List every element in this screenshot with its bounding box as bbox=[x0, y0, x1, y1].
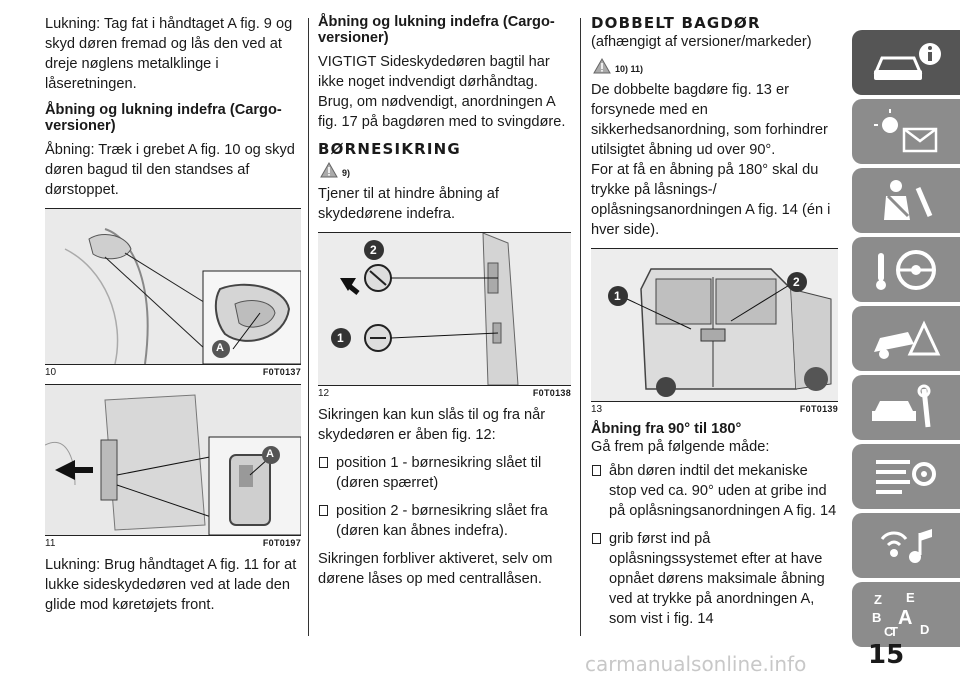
column-divider bbox=[308, 18, 309, 636]
index-letter: Z bbox=[874, 592, 882, 607]
child-lock-illustration bbox=[318, 232, 571, 386]
figure-caption: 13 F0T0139 bbox=[591, 404, 838, 415]
figure-code: F0T0137 bbox=[262, 367, 301, 377]
list-item-text: åbn døren indtil det mekaniske stop ved … bbox=[609, 463, 837, 519]
watermark: carmanualsonline.info bbox=[585, 652, 807, 676]
checkbox-bullet-icon bbox=[592, 533, 601, 544]
van-rear-doors-illustration bbox=[591, 249, 838, 401]
figure-13: 1 2 bbox=[591, 248, 838, 402]
note-number: 9) bbox=[342, 168, 351, 178]
list-item-text: position 1 - børnesikring slået til (dør… bbox=[336, 455, 542, 491]
warning-lights-icon bbox=[874, 108, 938, 152]
tab-index[interactable]: Z E B A C T D bbox=[852, 582, 960, 647]
paragraph: Tjener til at hindre åbning af skydedøre… bbox=[318, 186, 499, 222]
paragraph: Gå frem på følgende måde: bbox=[591, 439, 770, 455]
warning-reference: 10) 11) bbox=[593, 58, 838, 74]
list-item: position 1 - børnesikring slået til (dør… bbox=[318, 453, 571, 501]
callout-label: 1 bbox=[614, 289, 621, 303]
car-info-icon bbox=[873, 42, 941, 80]
callout-label: A bbox=[266, 448, 274, 460]
paragraph: De dobbelte bagdøre fig. 13 er forsynede… bbox=[591, 82, 828, 158]
paragraph: Lukning: Tag fat i håndtaget A fig. 9 og… bbox=[45, 16, 293, 92]
list-item: position 2 - børnesikring slået fra (dør… bbox=[318, 501, 571, 549]
figure-code: F0T0197 bbox=[262, 538, 301, 548]
driving-icon bbox=[876, 249, 936, 290]
multimedia-icon bbox=[880, 528, 932, 563]
tab-driving[interactable] bbox=[852, 237, 960, 302]
warning-reference: 9) bbox=[320, 162, 571, 178]
tab-technical-data[interactable] bbox=[852, 444, 960, 509]
tab-car-info[interactable] bbox=[852, 30, 960, 95]
tab-emergency[interactable] bbox=[852, 306, 960, 371]
checkbox-bullet-icon bbox=[319, 457, 328, 468]
list-item-text: position 2 - børnesikring slået fra (dør… bbox=[336, 503, 548, 539]
callout-label: 2 bbox=[370, 243, 377, 257]
paragraph: VIGTIGT Sideskydedøren bagtil har ikke n… bbox=[318, 54, 566, 130]
chapter-heading: BØRNESIKRING bbox=[318, 140, 461, 158]
index-icon: Z E B A C T D bbox=[872, 590, 929, 639]
tab-multimedia[interactable] bbox=[852, 513, 960, 578]
technical-data-icon bbox=[876, 459, 936, 494]
chapter-tabs: Z E B A C T D bbox=[852, 30, 960, 651]
column-2: Åbning og lukning indefra (Cargo-version… bbox=[318, 14, 571, 597]
list-item: grib først ind på oplåsningssystemet eft… bbox=[591, 529, 838, 637]
figure-number: 11 bbox=[45, 538, 56, 549]
checkbox-bullet-icon bbox=[592, 465, 601, 476]
figure-number: 12 bbox=[318, 388, 330, 399]
index-letter: B bbox=[872, 610, 881, 625]
figure-number: 13 bbox=[591, 404, 603, 415]
paragraph: Lukning: Brug håndtaget A fig. 11 for at… bbox=[45, 557, 297, 613]
figure-12: 2 1 bbox=[318, 232, 571, 386]
tab-maintenance[interactable] bbox=[852, 375, 960, 440]
index-letter: A bbox=[898, 607, 912, 629]
figure-code: F0T0138 bbox=[532, 388, 571, 398]
column-divider bbox=[580, 18, 581, 636]
figure-caption: 11 F0T0197 bbox=[45, 538, 301, 549]
list-item-text: grib først ind på oplåsningssystemet eft… bbox=[609, 531, 825, 627]
index-letter: T bbox=[890, 624, 898, 639]
figure-caption: 10 F0T0137 bbox=[45, 367, 301, 378]
paragraph: Sikringen forbliver aktiveret, selv om d… bbox=[318, 551, 553, 587]
figure-number: 10 bbox=[45, 367, 57, 378]
sliding-door-illustration bbox=[44, 385, 302, 536]
tab-warning-lights[interactable] bbox=[852, 99, 960, 164]
list-item: åbn døren indtil det mekaniske stop ved … bbox=[591, 461, 838, 529]
section-heading: Åbning fra 90° til 180° bbox=[591, 421, 742, 437]
emergency-icon bbox=[874, 319, 941, 359]
paragraph: For at få en åbning på 180° skal du tryk… bbox=[591, 162, 831, 238]
subtitle: (afhængigt af versioner/markeder) bbox=[591, 34, 812, 50]
section-heading: Åbning og lukning indefra (Cargo-version… bbox=[45, 102, 282, 134]
figure-code: F0T0139 bbox=[799, 404, 838, 414]
callout-label: 1 bbox=[337, 331, 344, 345]
seat-safety-icon bbox=[884, 179, 933, 220]
warning-triangle-icon bbox=[593, 58, 611, 74]
page-number: 15 bbox=[868, 640, 905, 670]
index-letter: D bbox=[920, 622, 929, 637]
paragraph: Sikringen kan kun slås til og fra når sk… bbox=[318, 407, 546, 443]
checkbox-bullet-icon bbox=[319, 505, 328, 516]
warning-triangle-icon bbox=[320, 162, 338, 178]
chapter-heading: DOBBELT BAGDØR bbox=[591, 14, 761, 32]
paragraph: Åbning: Træk i grebet A fig. 10 og skyd … bbox=[45, 142, 295, 198]
door-handle-illustration bbox=[45, 209, 302, 365]
note-number: 10) 11) bbox=[615, 64, 644, 74]
section-heading: Åbning og lukning indefra (Cargo-version… bbox=[318, 14, 555, 46]
index-letter: E bbox=[906, 590, 915, 605]
column-1: Lukning: Tag fat i håndtaget A fig. 9 og… bbox=[44, 14, 302, 623]
callout-label: A bbox=[216, 342, 224, 354]
figure-11: A bbox=[44, 384, 302, 536]
callout-label: 2 bbox=[793, 275, 800, 289]
figure-10: A bbox=[45, 208, 302, 365]
index-letter: C bbox=[884, 624, 894, 639]
column-3: DOBBELT BAGDØR (afhængigt af versioner/m… bbox=[591, 14, 838, 637]
maintenance-icon bbox=[872, 384, 931, 427]
figure-caption: 12 F0T0138 bbox=[318, 388, 571, 399]
tab-seat-safety[interactable] bbox=[852, 168, 960, 233]
